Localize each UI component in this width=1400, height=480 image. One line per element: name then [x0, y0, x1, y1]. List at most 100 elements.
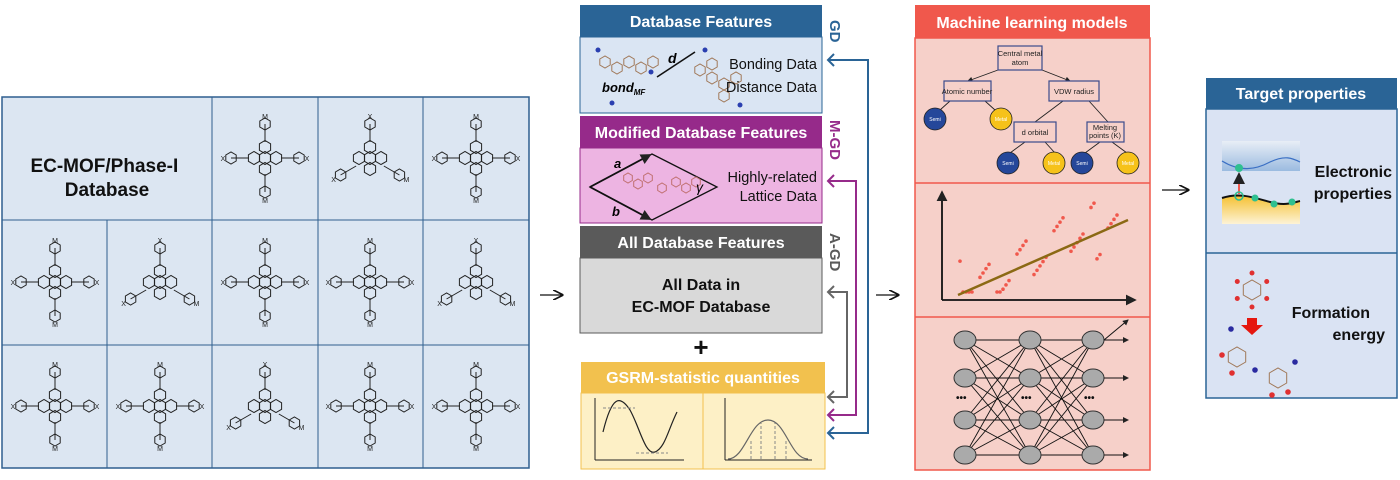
lattice-rhombus-icon [588, 153, 719, 221]
scatter-point [1061, 216, 1065, 220]
svg-text:M: M [262, 238, 268, 245]
svg-text:Metal: Metal [995, 117, 1007, 123]
svg-text:M: M [157, 446, 163, 453]
leaf-metal [989, 107, 1013, 131]
d-label: d [668, 50, 677, 66]
scatter-point [1069, 249, 1073, 254]
svg-text:M: M [367, 446, 373, 453]
svg-text:M: M [298, 425, 304, 432]
svg-text:M: M [52, 446, 58, 453]
scatter-point [1032, 272, 1036, 277]
svg-text:M: M [262, 198, 268, 205]
bond-label: bondMF [602, 80, 646, 97]
svg-text:M: M [473, 362, 479, 369]
scatter-point [1052, 228, 1056, 233]
a-label: a [614, 156, 621, 171]
svg-text:M: M [403, 177, 409, 184]
svg-text:M: M [157, 362, 163, 369]
svg-text:X: X [516, 156, 521, 163]
leaf-semi [923, 107, 947, 131]
svg-text:X: X [95, 404, 100, 411]
nn-neuron [953, 410, 977, 430]
scatter-point [978, 275, 982, 280]
svg-text:M: M [473, 114, 479, 121]
svg-text:X: X [331, 177, 336, 184]
svg-text:X: X [326, 404, 331, 411]
nn-ellipsis: ••• [1084, 393, 1095, 404]
distance-data-label: Distance Data [726, 80, 818, 96]
svg-text:M: M [193, 301, 199, 308]
scatter-point [995, 290, 999, 294]
ml-title: Machine learning models [936, 15, 1127, 32]
b-label: b [612, 204, 620, 219]
scatter-point [958, 259, 962, 263]
all-data-line2: EC-MOF Database [632, 299, 771, 316]
svg-text:X: X [437, 301, 442, 308]
gsrm-panel: GSRM-statistic quantities [580, 362, 826, 470]
gaussian-plot-icon [724, 398, 812, 461]
scatter-point [1089, 205, 1093, 210]
lattice-data-label: Lattice Data [740, 189, 818, 205]
svg-text:d orbital: d orbital [1022, 128, 1049, 137]
svg-text:X: X [11, 280, 16, 287]
svg-text:VDW radius: VDW radius [1054, 87, 1094, 96]
svg-text:X: X [305, 156, 310, 163]
nn-ellipsis: ••• [956, 393, 967, 404]
svg-text:X: X [410, 280, 415, 287]
mgd-connector [828, 180, 857, 416]
svg-text:M: M [367, 238, 373, 245]
svg-text:X: X [200, 404, 205, 411]
leaf-metal [1042, 151, 1066, 175]
scatter-point [1078, 236, 1082, 241]
ligand-structure: X M X [331, 114, 409, 184]
scatter-point [1021, 243, 1025, 248]
nn-neuron [953, 330, 977, 350]
svg-text:M: M [367, 362, 373, 369]
gd-panel: Database Features d bondMF Bonding Data … [579, 5, 823, 114]
scatter-point [1001, 287, 1005, 292]
agd-connector [828, 291, 848, 398]
regression-line [957, 218, 1129, 297]
feature-combination-connectors [826, 53, 869, 440]
neural-network: ••• ••• ••• [953, 319, 1129, 465]
ligand-structure: XMX [226, 362, 304, 432]
down-arrow-icon [1241, 318, 1263, 335]
gamma-label: γ [696, 179, 704, 195]
plus-sign: + [693, 332, 708, 362]
nn-neuron [1018, 410, 1042, 430]
leaf-semi [1070, 151, 1094, 175]
scatter-point [1058, 220, 1062, 224]
svg-text:Semi: Semi [929, 117, 940, 123]
svg-text:Atomic number: Atomic number [942, 87, 993, 96]
svg-text:Semi: Semi [1076, 161, 1087, 167]
nn-ellipsis: ••• [1021, 393, 1032, 404]
scatter-point [1041, 259, 1045, 264]
gd-tag: GD [826, 20, 843, 43]
gd-title: Database Features [630, 14, 772, 31]
agd-tag: A-GD [826, 233, 843, 271]
nn-neuron [1081, 445, 1105, 465]
svg-text:X: X [368, 114, 373, 121]
svg-text:X: X [263, 362, 268, 369]
distance-arrow-icon [656, 51, 696, 78]
svg-text:X: X [474, 238, 479, 245]
scatter-point [1038, 264, 1042, 268]
highly-related-label: Highly-related [728, 170, 817, 186]
svg-text:X: X [432, 156, 437, 163]
tree-node-melting-points [1086, 121, 1125, 143]
tree-node-vdw-radius [1048, 80, 1100, 102]
svg-text:X: X [121, 301, 126, 308]
svg-text:X: X [221, 280, 226, 287]
scatter-point [1072, 245, 1076, 249]
svg-text:Semi: Semi [1002, 161, 1013, 167]
